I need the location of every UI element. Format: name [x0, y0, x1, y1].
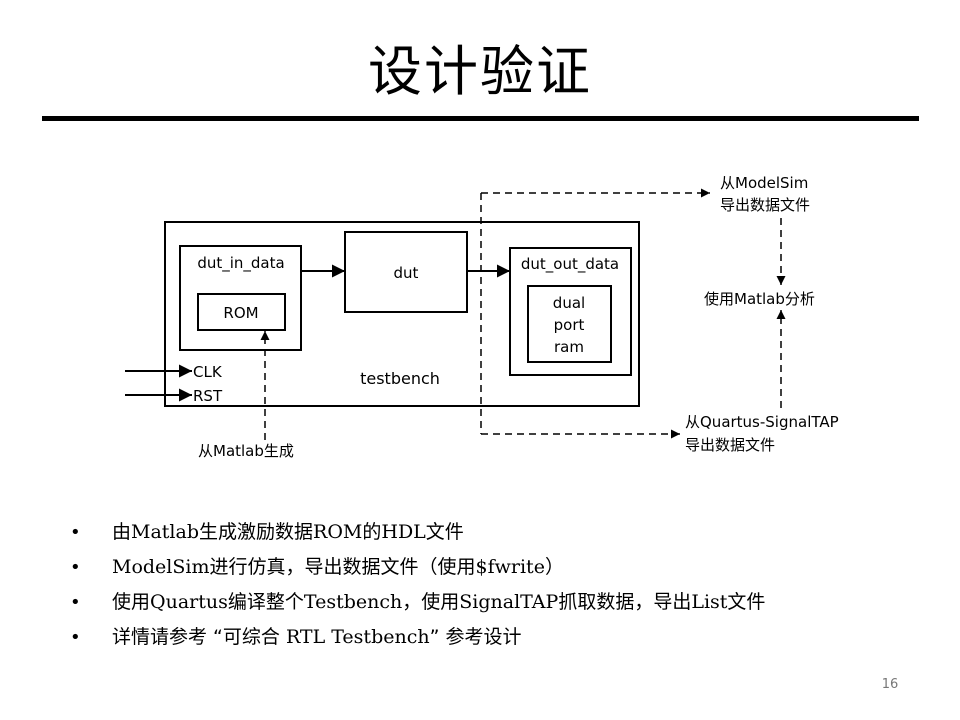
testbench-label: testbench: [360, 369, 440, 388]
matlab-analysis-label: 使用Matlab分析: [704, 290, 815, 308]
page-number: 16: [881, 677, 899, 692]
dut-in-data-label: dut_in_data: [197, 254, 284, 273]
slide-title: 设计验证: [368, 40, 592, 103]
bullet-dot: •: [70, 522, 81, 543]
dut-out-data-label: dut_out_data: [521, 255, 619, 274]
verification-diagram: testbench dut_in_data ROM dut dut_out_da…: [125, 174, 839, 460]
quartus-export-line-2: 导出数据文件: [685, 436, 775, 454]
rom-label: ROM: [223, 304, 258, 322]
dut-label: dut: [394, 264, 419, 282]
rst-label: RST: [193, 387, 223, 405]
bullet-list: • 由Matlab生成激励数据ROM的HDL文件 • ModelSim进行仿真，…: [70, 515, 765, 655]
dut-in-data-box: [179, 245, 302, 351]
dual-port-ram-box: [527, 285, 612, 363]
dut-out-data-box: [509, 247, 632, 376]
ram-line-3: ram: [554, 338, 584, 356]
bullet-dot: •: [70, 627, 81, 648]
title-underline: [42, 116, 919, 121]
rom-box: [197, 293, 286, 331]
ram-line-2: port: [554, 316, 585, 334]
modelsim-export-line-2: 导出数据文件: [720, 196, 810, 214]
matlab-gen-label: 从Matlab生成: [198, 442, 294, 460]
quartus-export-line-1: 从Quartus-SignalTAP: [685, 413, 839, 431]
bullet-dot: •: [70, 592, 81, 613]
ram-line-1: dual: [553, 294, 585, 312]
bullet-item: • 详情请参考 “可综合 RTL Testbench” 参考设计: [70, 620, 765, 655]
bullet-dot: •: [70, 557, 81, 578]
testbench-box: [164, 221, 640, 407]
modelsim-export-line-1: 从ModelSim: [720, 174, 808, 192]
bullet-item: • 由Matlab生成激励数据ROM的HDL文件: [70, 515, 765, 550]
bullet-item: • ModelSim进行仿真，导出数据文件（使用$fwrite）: [70, 550, 765, 585]
clk-label: CLK: [193, 363, 223, 381]
bullet-item: • 使用Quartus编译整个Testbench，使用SignalTAP抓取数据…: [70, 585, 765, 620]
